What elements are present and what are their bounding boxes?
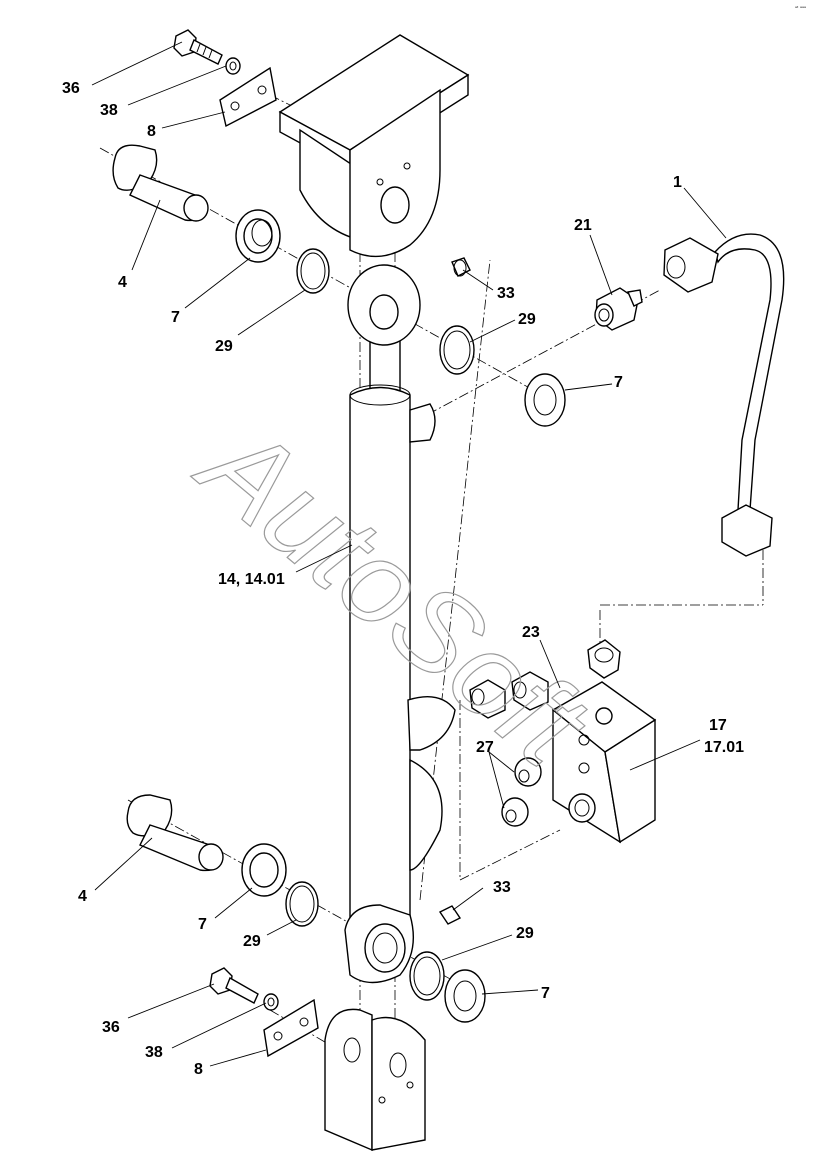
grease-nipple-bottom	[438, 905, 462, 925]
plate-top	[219, 66, 277, 128]
callout-14: 14, 14.01	[218, 571, 285, 588]
seal-7-top-right	[524, 373, 566, 427]
callout-7-bottom-right: 7	[541, 985, 550, 1002]
callout-29-bottom: 29	[243, 933, 261, 950]
callout-38-bottom: 38	[145, 1044, 163, 1061]
hydraulic-pipe	[663, 233, 785, 557]
fitting-23-b	[511, 671, 549, 711]
oring-29-top-left	[296, 248, 330, 294]
callout-36-bottom: 36	[102, 1019, 120, 1036]
cylinder-top-eye	[347, 264, 421, 396]
leader-lines	[91, 41, 727, 1067]
seal-7-bottom-left	[241, 843, 287, 897]
callout-1: 1	[673, 174, 682, 191]
seal-top-left	[235, 209, 281, 263]
callout-labels: 36 38 8 4 7 29 33 29 7 21 1 14, 14.01 23…	[62, 80, 744, 1078]
washer-bottom	[263, 993, 279, 1011]
bolt-top	[173, 29, 223, 65]
callout-8-bottom: 8	[194, 1061, 203, 1078]
callout-7-top-right: 7	[614, 374, 623, 391]
callout-38-top: 38	[100, 102, 118, 119]
bolt-bottom	[209, 967, 259, 1004]
oring-29-bottom-left	[285, 881, 319, 927]
callout-17: 17	[709, 717, 727, 734]
plug-27-a	[514, 757, 542, 787]
callout-27: 27	[476, 739, 494, 756]
valve-block	[551, 681, 657, 844]
plate-bottom	[263, 998, 319, 1058]
fitting-23-a	[469, 679, 506, 719]
top-mounting-bracket	[278, 34, 470, 258]
callout-8-top: 8	[147, 123, 156, 140]
callout-29-top-right: 29	[518, 311, 536, 328]
callout-4-bottom: 4	[78, 888, 87, 905]
callout-29-bottom-right: 29	[516, 925, 534, 942]
corner-mark: ᵃᵗ ᵃᵃᵃ	[795, 6, 806, 12]
bottom-mounting-bracket	[324, 1008, 426, 1152]
hydraulic-cylinder	[349, 384, 456, 929]
callout-33-bottom: 33	[493, 879, 511, 896]
callout-36-top: 36	[62, 80, 80, 97]
callout-7-bottom: 7	[198, 916, 207, 933]
fitting-23-c	[587, 639, 621, 679]
callout-23: 23	[522, 624, 540, 641]
plug-27-b	[501, 797, 529, 827]
callout-33-top: 33	[497, 285, 515, 302]
washer-top	[225, 57, 241, 75]
pin-top	[112, 144, 209, 222]
callout-17-01: 17.01	[704, 739, 744, 756]
seal-7-bottom-right	[444, 969, 486, 1023]
callout-7-top: 7	[171, 309, 180, 326]
oring-29-bottom-right	[409, 951, 445, 1001]
callout-29-top: 29	[215, 338, 233, 355]
oring-29-top-right	[439, 325, 475, 375]
cylinder-bottom-eye	[344, 904, 415, 984]
callout-21: 21	[574, 217, 592, 234]
fitting-21	[594, 287, 643, 331]
pin-bottom	[126, 794, 224, 872]
callout-4-top: 4	[118, 274, 127, 291]
